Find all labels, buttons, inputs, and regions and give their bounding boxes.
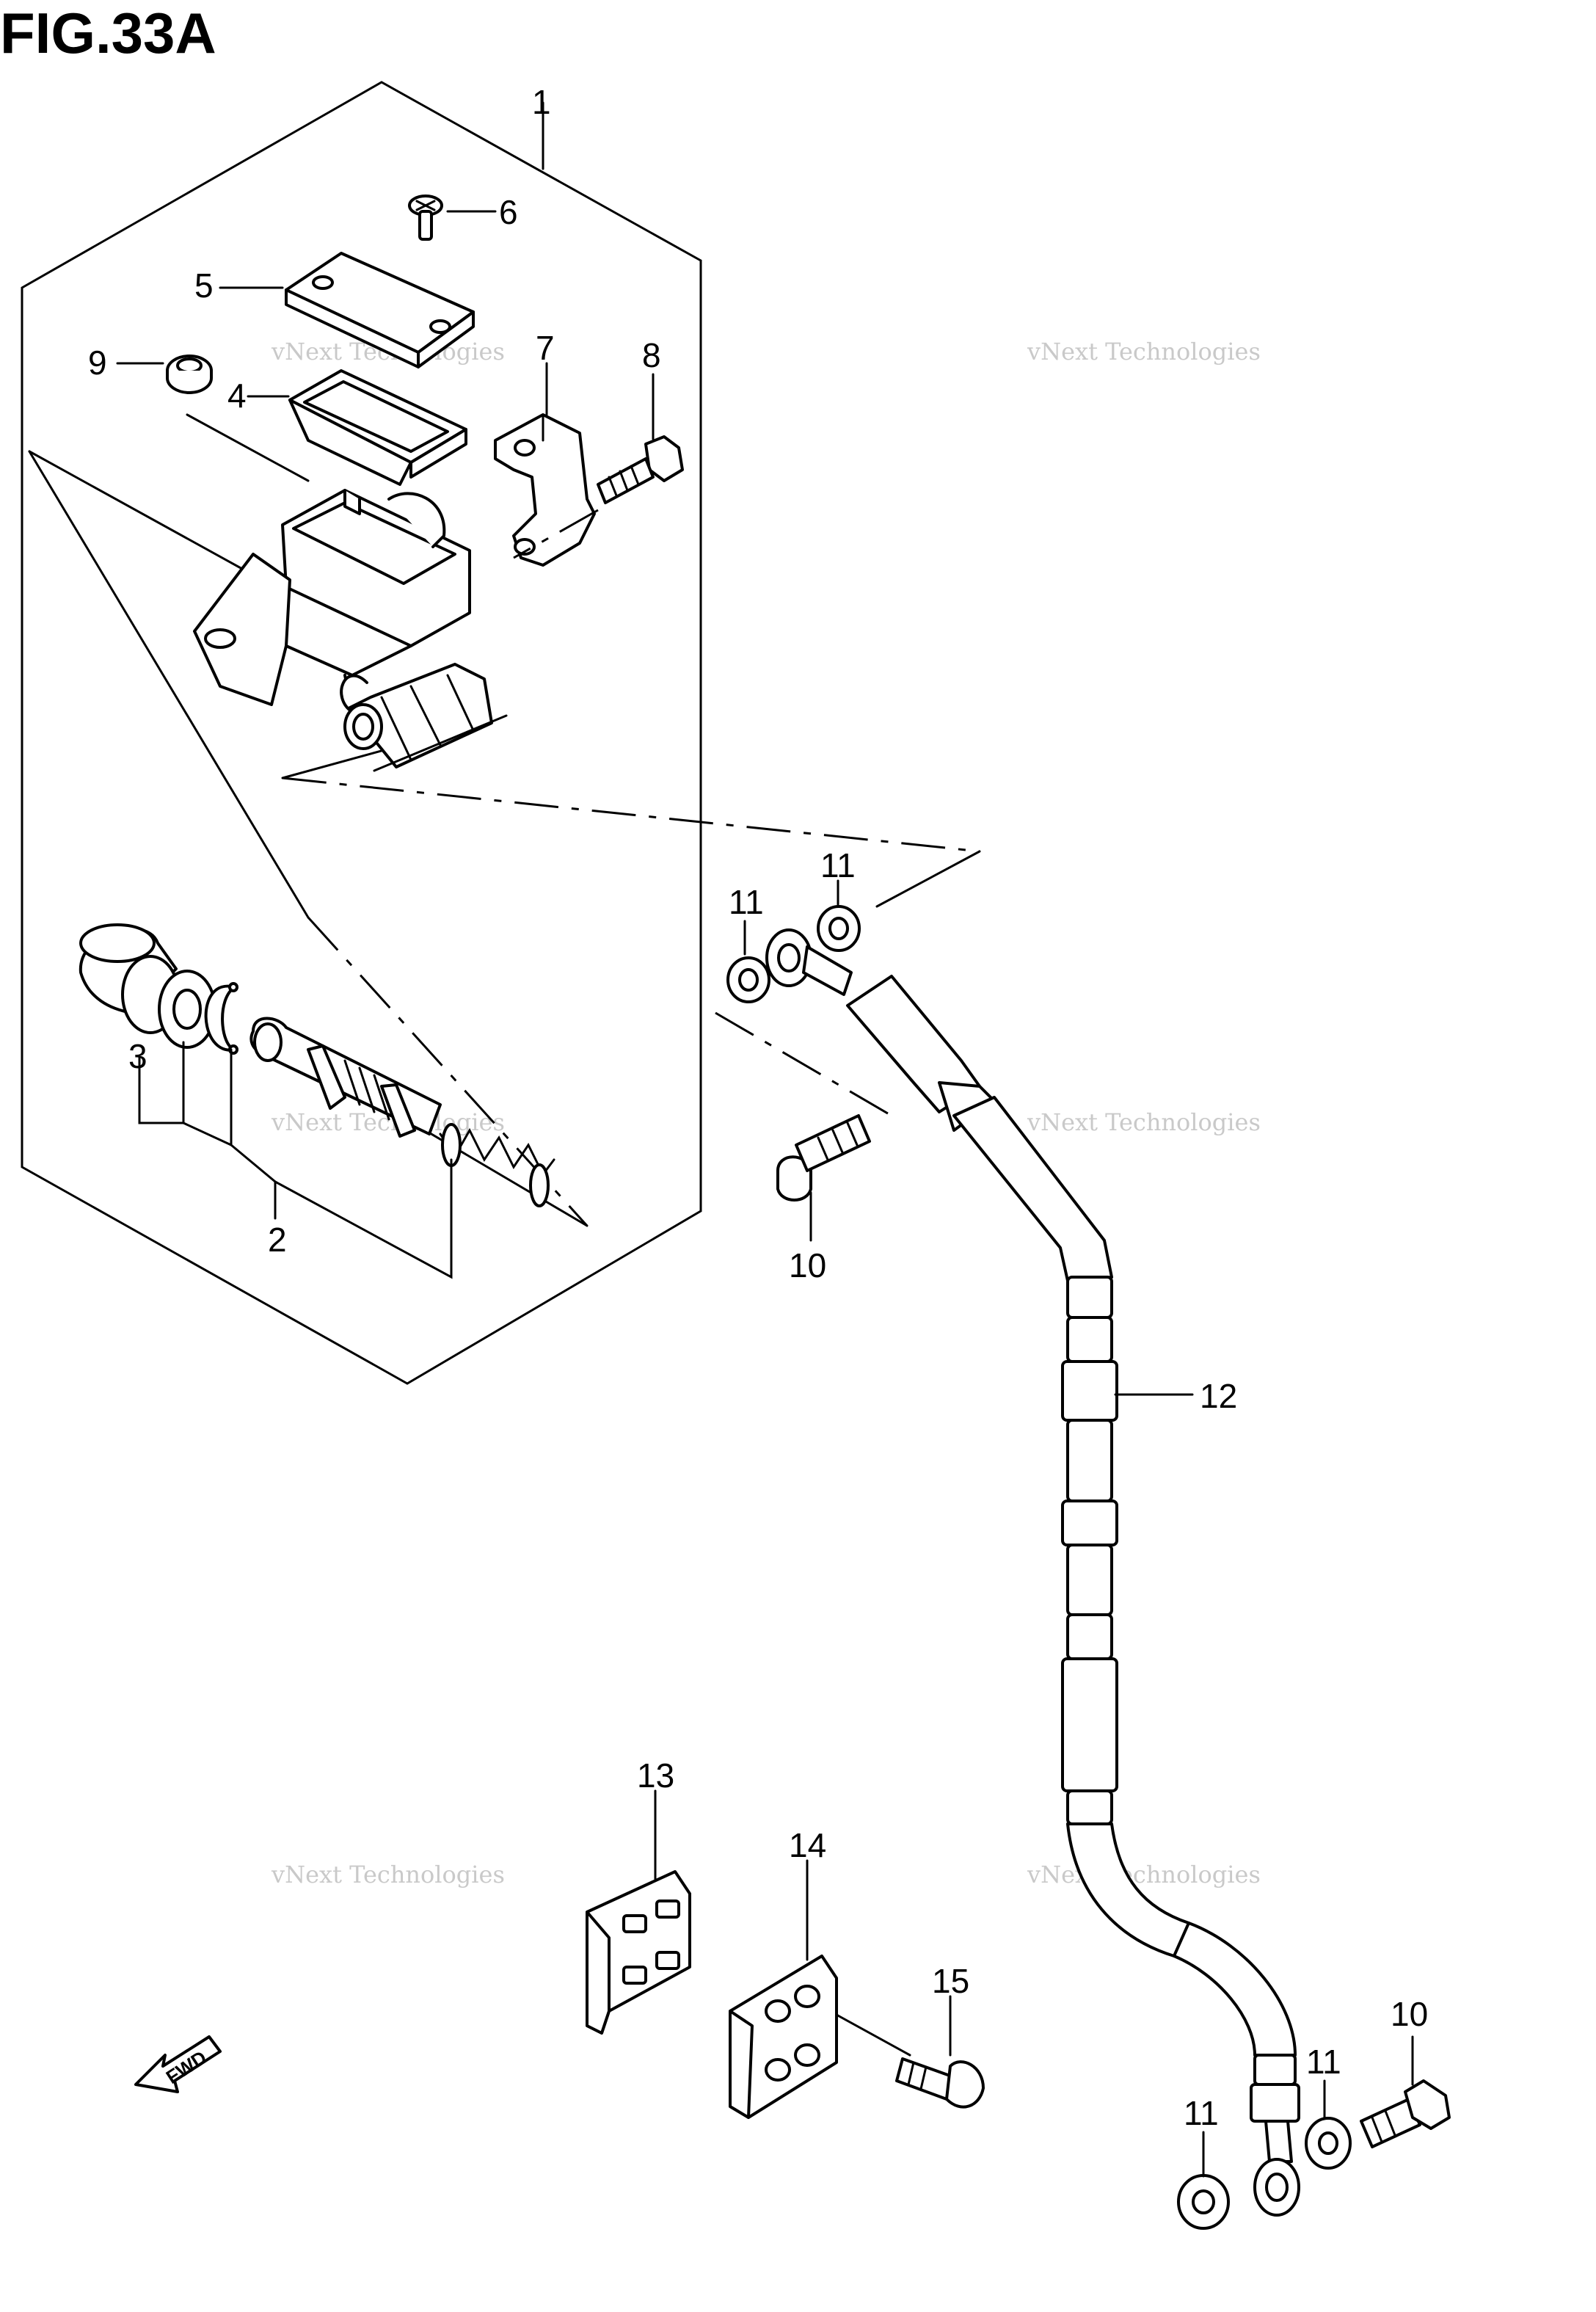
part-10-union-bolt bbox=[776, 1114, 871, 1202]
part-9-ring bbox=[166, 355, 213, 394]
callout-10: 10 bbox=[1391, 1995, 1428, 2033]
part-2-washer bbox=[158, 970, 216, 1049]
callout-6: 6 bbox=[499, 193, 518, 231]
figure-title: FIG.33A bbox=[0, 1, 216, 65]
assembly-box bbox=[21, 81, 702, 1385]
callout-1: 1 bbox=[532, 83, 551, 121]
part-5-cap bbox=[285, 252, 475, 368]
watermark: vNext Technologies bbox=[1027, 338, 1261, 366]
watermark-text: vNext Technologies bbox=[1027, 1861, 1261, 1889]
fwd-arrow-icon: FWD bbox=[134, 2035, 222, 2093]
callout-4: 4 bbox=[227, 377, 247, 415]
leader-2d bbox=[274, 1158, 453, 1279]
part-8-bolt bbox=[597, 435, 684, 504]
leader-14b bbox=[835, 2013, 911, 2057]
part-15-bolt bbox=[895, 2057, 985, 2109]
callout-8: 8 bbox=[642, 336, 661, 374]
part-13-bracket bbox=[586, 1870, 691, 2035]
watermark: vNext Technologies bbox=[271, 1861, 505, 1889]
part-11-washer bbox=[1177, 2174, 1230, 2230]
leader-2b bbox=[182, 1048, 233, 1147]
part-10-union-bolt bbox=[1360, 2079, 1451, 2148]
watermark-text: vNext Technologies bbox=[271, 1861, 505, 1889]
pointer-dash bbox=[282, 777, 980, 853]
watermark: vNext Technologies bbox=[1027, 1108, 1261, 1136]
pointer-line bbox=[875, 850, 981, 908]
part-2-spring bbox=[439, 1123, 555, 1207]
part-7-clamp bbox=[494, 413, 596, 567]
callout-15: 15 bbox=[932, 1962, 969, 2000]
bolt-dash bbox=[715, 1011, 892, 1117]
callout-3: 3 bbox=[128, 1037, 147, 1075]
part-2-circlip bbox=[204, 982, 238, 1055]
part-4-diaphragm bbox=[288, 369, 467, 486]
leader-2c bbox=[230, 1144, 277, 1220]
pointer-line bbox=[28, 450, 244, 570]
leader-2a bbox=[138, 1041, 185, 1124]
part-11-washer bbox=[1305, 2117, 1352, 2170]
part-2-piston bbox=[249, 1017, 442, 1138]
callout-2: 2 bbox=[268, 1221, 287, 1259]
callout-5: 5 bbox=[194, 266, 214, 305]
callout-11: 11 bbox=[1306, 2043, 1341, 2081]
callout-12: 12 bbox=[1200, 1377, 1237, 1415]
callout-11: 11 bbox=[1184, 2094, 1219, 2132]
callout-14: 14 bbox=[789, 1826, 826, 1864]
callout-11: 11 bbox=[820, 846, 856, 884]
leader-4b bbox=[186, 413, 310, 482]
callout-7: 7 bbox=[536, 329, 555, 367]
watermark-text: vNext Technologies bbox=[1027, 1108, 1261, 1136]
callout-13: 13 bbox=[637, 1756, 674, 1795]
part-14-bracket bbox=[729, 1955, 838, 2119]
master-cylinder-body bbox=[193, 489, 508, 772]
leader-8-dash bbox=[513, 509, 599, 559]
part-11-washer bbox=[726, 956, 770, 1003]
part-12-brake-hose bbox=[765, 928, 1300, 2217]
part-11-washer bbox=[817, 905, 861, 952]
callout-11: 11 bbox=[729, 883, 764, 921]
part-6-screw bbox=[408, 195, 443, 241]
callout-9: 9 bbox=[88, 343, 107, 382]
watermark-text: vNext Technologies bbox=[1027, 338, 1261, 366]
watermarks: vNext Technologies vNext Technologies vN… bbox=[271, 338, 1261, 1889]
callout-10: 10 bbox=[789, 1246, 826, 1284]
callout-labels: 1 2 3 4 5 6 7 8 9 10 10 11 11 11 11 12 1… bbox=[88, 83, 1428, 2132]
watermark: vNext Technologies bbox=[1027, 1861, 1261, 1889]
pointer-line bbox=[28, 450, 310, 919]
